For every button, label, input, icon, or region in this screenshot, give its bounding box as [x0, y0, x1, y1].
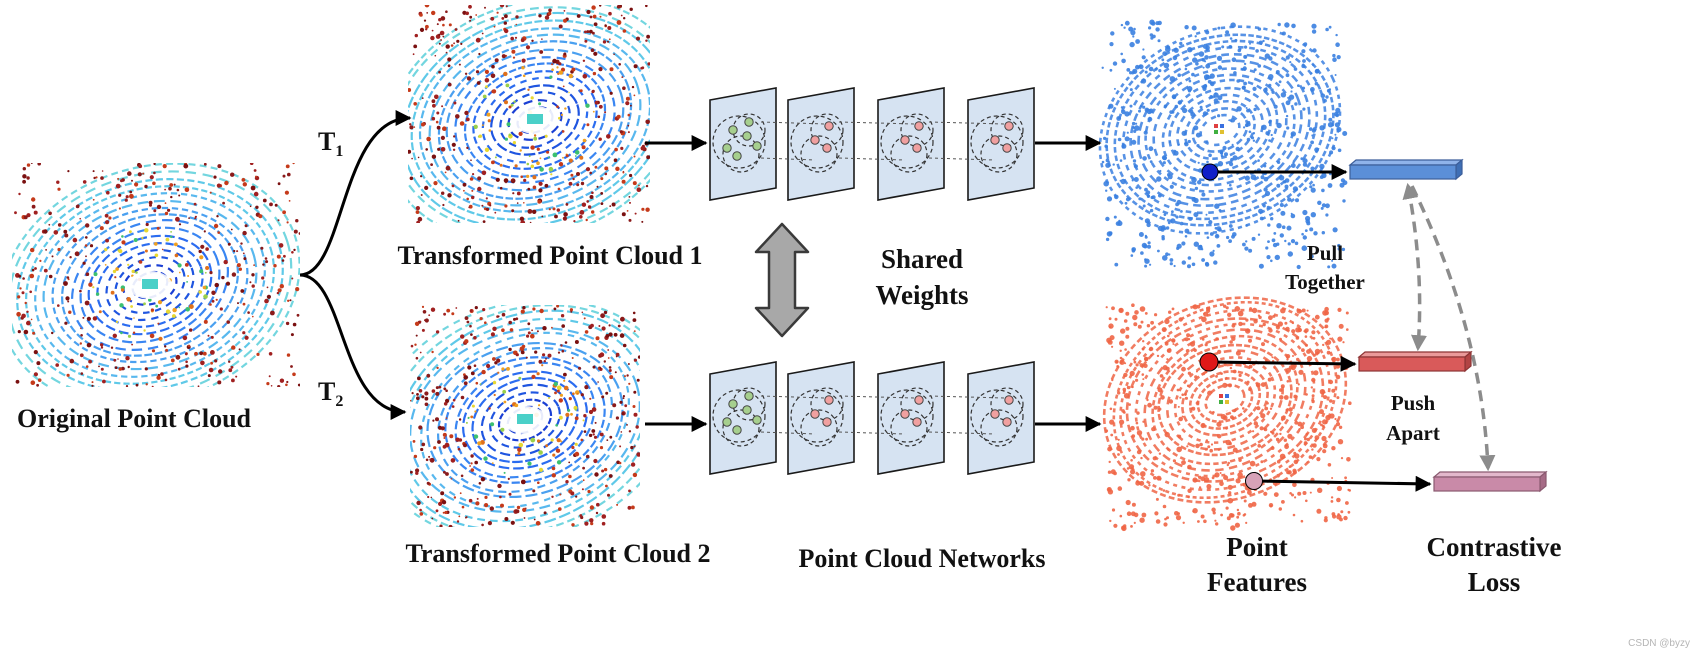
label-transformed-point-cloud-1: Transformed Point Cloud 1 [397, 241, 702, 270]
point-features-orange-cloud [1102, 296, 1352, 532]
push-apart-arrow [1410, 185, 1496, 472]
feature-vector-blue [1348, 158, 1464, 181]
label-pull: Pull [1307, 241, 1343, 265]
transformed-point-cloud-1-image [408, 5, 650, 223]
label-point-cloud-networks: Point Cloud Networks [798, 544, 1045, 573]
point-cloud-network-top [709, 87, 1035, 201]
label-shared: Shared [881, 244, 963, 274]
network-layer [877, 87, 945, 201]
point-cloud-network-bottom [709, 361, 1035, 475]
watermark: CSDN @byzy [1628, 638, 1690, 649]
arrow-pink-point-to-feature [1253, 475, 1432, 492]
t1-transform-arrow [299, 110, 412, 277]
label-original-point-cloud: Original Point Cloud [17, 404, 252, 433]
t2-transform-arrow [299, 273, 407, 420]
arrow-red-point-to-feature [1209, 355, 1357, 372]
network-layer [787, 87, 855, 201]
label-features: Features [1207, 567, 1307, 597]
label-push: Push [1391, 391, 1436, 415]
label-together: Together [1285, 270, 1365, 294]
image-frame [1106, 305, 1350, 529]
network-input-layer [709, 361, 777, 475]
network-layer [787, 361, 855, 475]
anchor-point-pink [1245, 472, 1263, 490]
network-layer [967, 87, 1035, 201]
shared-weights-double-arrow [754, 222, 810, 338]
label-loss: Loss [1468, 567, 1521, 597]
image-frame [1102, 22, 1346, 268]
original-point-cloud-image [12, 163, 300, 387]
feature-vector-red [1357, 350, 1473, 373]
network-input-layer [709, 87, 777, 201]
anchor-point-red [1199, 352, 1219, 372]
t1-label: T1 [318, 127, 343, 160]
label-transformed-point-cloud-2: Transformed Point Cloud 2 [405, 539, 710, 568]
network-layer [877, 361, 945, 475]
feature-vector-pink [1432, 470, 1548, 493]
t2-label: T2 [318, 377, 343, 410]
transformed-point-cloud-2-image [410, 305, 640, 527]
point-features-blue-cloud [1098, 19, 1348, 270]
label-apart: Apart [1386, 421, 1440, 445]
network-layer [967, 361, 1035, 475]
anchor-point-blue [1201, 163, 1219, 181]
label-weights: Weights [875, 280, 968, 310]
label-point: Point [1226, 532, 1288, 562]
label-contrastive: Contrastive [1427, 532, 1562, 562]
pull-together-arrow [1402, 182, 1427, 352]
